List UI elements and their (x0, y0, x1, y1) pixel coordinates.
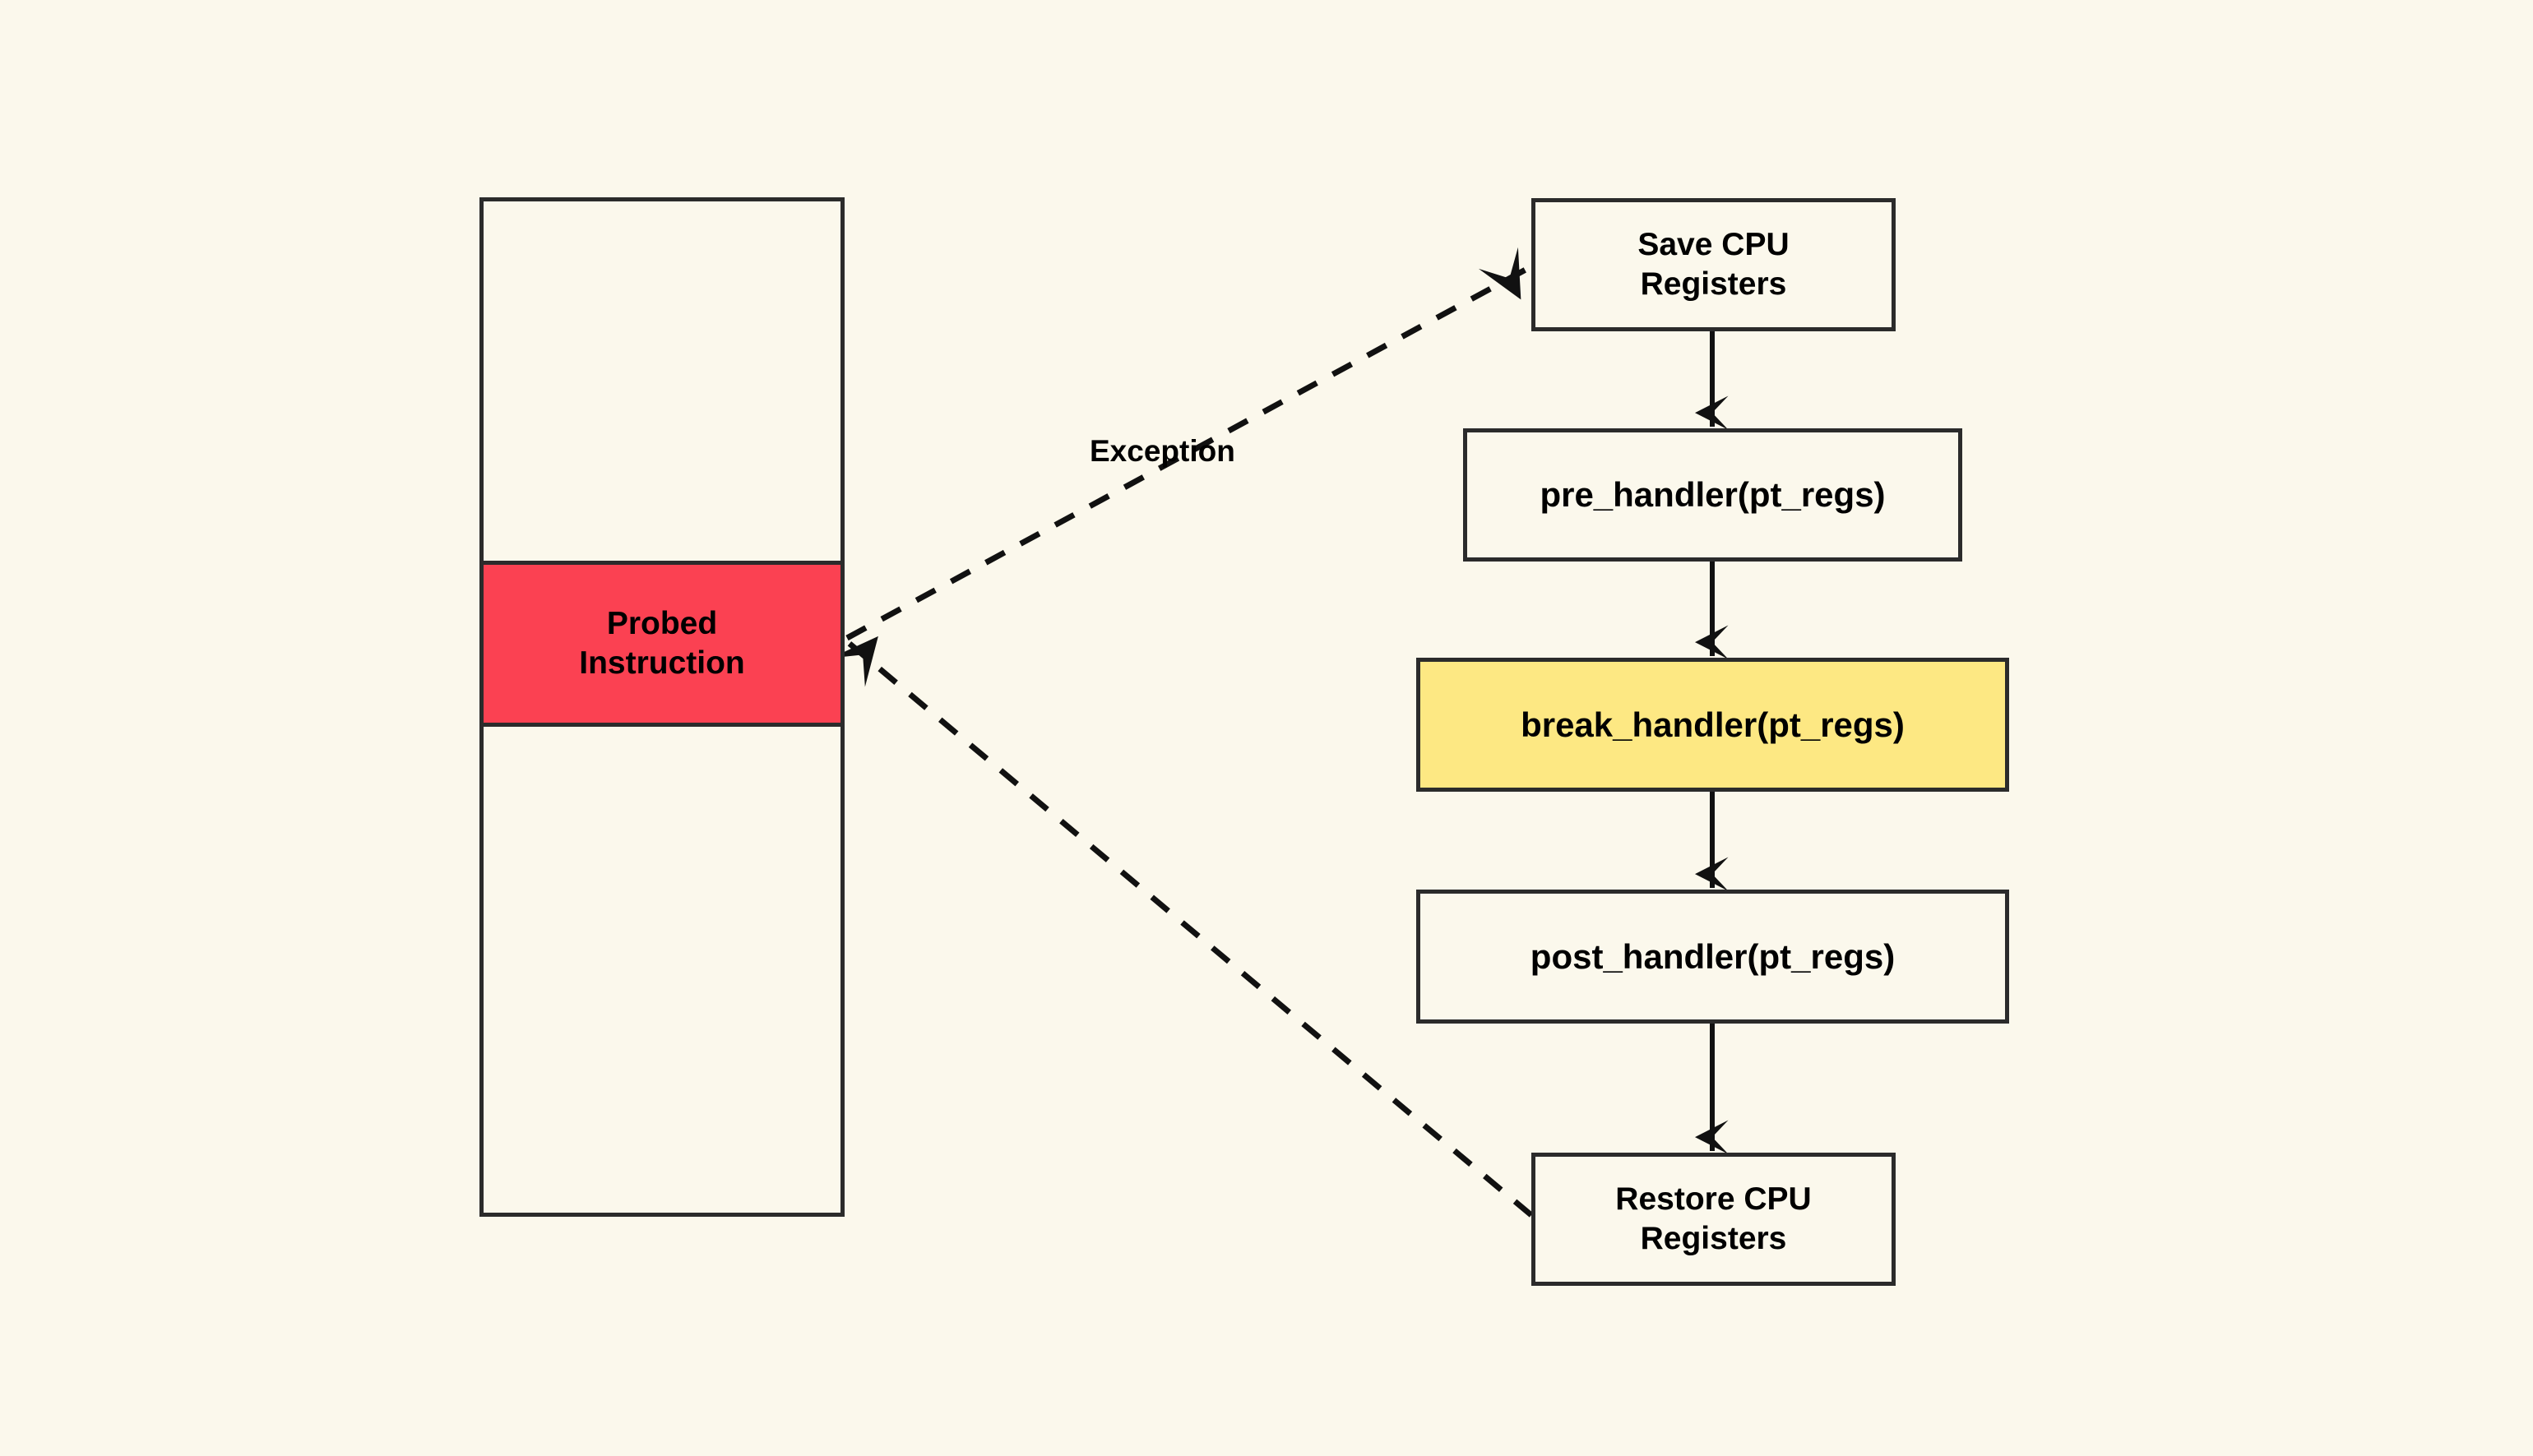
node-post-handler-label: post_handler(pt_regs) (1530, 936, 1896, 976)
edge-exception (845, 247, 1527, 641)
node-pre-handler[interactable]: pre_handler(pt_regs) (1463, 428, 1962, 562)
node-save-cpu-registers[interactable]: Save CPU Registers (1531, 198, 1896, 331)
node-break-handler[interactable]: break_handler(pt_regs) (1416, 658, 2009, 792)
node-pre-handler-label: pre_handler(pt_regs) (1540, 475, 1886, 515)
node-restore-cpu-registers[interactable]: Restore CPU Registers (1531, 1153, 1896, 1286)
probed-instruction-block[interactable]: Probed Instruction (479, 561, 845, 727)
edge-return-to-probed (831, 636, 1534, 1218)
node-post-handler[interactable]: post_handler(pt_regs) (1416, 890, 2009, 1024)
dashed-connectors (831, 247, 1534, 1218)
node-break-handler-label: break_handler(pt_regs) (1521, 705, 1905, 744)
node-restore-cpu-registers-label: Restore CPU Registers (1615, 1181, 1812, 1256)
exception-edge-label: Exception (1090, 434, 1235, 468)
probed-instruction-label: Probed Instruction (579, 605, 745, 681)
node-save-cpu-registers-label: Save CPU Registers (1637, 227, 1790, 302)
